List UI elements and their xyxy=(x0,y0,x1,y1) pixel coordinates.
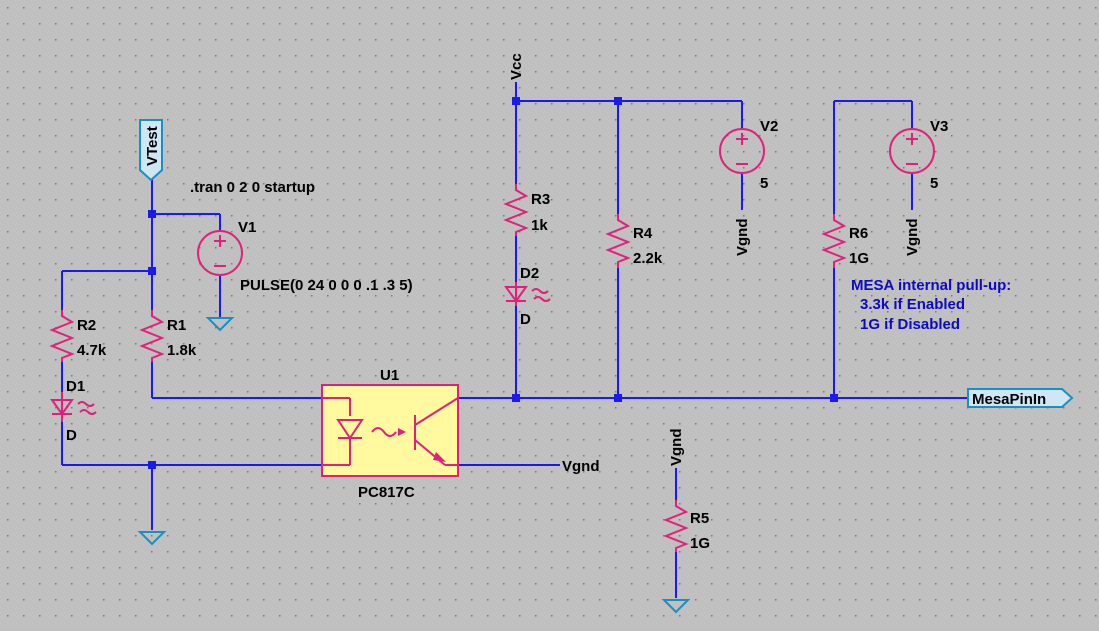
vcc-label: Vcc xyxy=(508,53,525,80)
r4-name: R4 xyxy=(633,225,653,242)
r5-value: 1G xyxy=(690,535,710,552)
d1-model: D xyxy=(66,427,77,444)
resistor-r2[interactable]: R2 4.7k xyxy=(49,310,107,362)
optocoupler-u1[interactable]: U1 PC817C xyxy=(321,367,459,501)
ground-symbol-r5 xyxy=(661,599,691,614)
vgnd-label-u1: Vgnd xyxy=(562,458,600,475)
u1-model: PC817C xyxy=(358,484,415,501)
voltage-source-v2[interactable]: V2 5 xyxy=(719,118,778,192)
led-d1[interactable]: D1 D xyxy=(50,378,97,444)
r2-name: R2 xyxy=(77,317,96,334)
v2-value: 5 xyxy=(760,175,768,192)
u1-name: U1 xyxy=(380,367,399,384)
r2-value: 4.7k xyxy=(77,342,107,359)
r6-value: 1G xyxy=(849,250,869,267)
v1-name: V1 xyxy=(238,219,256,236)
d1-name: D1 xyxy=(66,378,85,395)
resistor-r3[interactable]: R3 1k xyxy=(503,184,550,236)
led-d2[interactable]: D2 D xyxy=(504,265,551,328)
vgnd-label-v2: Vgnd xyxy=(734,219,751,257)
r6-name: R6 xyxy=(849,225,868,242)
r5-name: R5 xyxy=(690,510,709,527)
svg-text:MesaPinIn: MesaPinIn xyxy=(972,391,1046,408)
ground-symbol-main xyxy=(137,531,167,546)
comment-line-3: 1G if Disabled xyxy=(860,316,960,333)
v3-name: V3 xyxy=(930,118,948,135)
wires xyxy=(61,82,972,598)
comment-line-2: 3.3k if Enabled xyxy=(860,296,965,313)
voltage-source-v1[interactable]: V1 PULSE(0 24 0 0 0 .1 .3 5) xyxy=(197,219,413,294)
r1-name: R1 xyxy=(167,317,186,334)
spice-directive[interactable]: .tran 0 2 0 startup xyxy=(190,179,315,196)
resistor-r6[interactable]: R6 1G xyxy=(821,214,869,268)
r3-value: 1k xyxy=(531,217,548,234)
r4-value: 2.2k xyxy=(633,250,663,267)
mesa-pin-flag[interactable]: MesaPinIn xyxy=(967,388,1074,408)
resistor-r1[interactable]: R1 1.8k xyxy=(139,310,197,362)
vgnd-label-r5: Vgnd xyxy=(668,429,685,467)
v3-value: 5 xyxy=(930,175,938,192)
comment-line-1: MESA internal pull-up: xyxy=(851,277,1011,294)
v1-value: PULSE(0 24 0 0 0 .1 .3 5) xyxy=(240,277,413,294)
v2-name: V2 xyxy=(760,118,778,135)
vtest-flag[interactable]: VTest xyxy=(139,119,163,182)
junctions xyxy=(148,97,838,469)
svg-text:VTest: VTest xyxy=(144,126,161,166)
d2-model: D xyxy=(520,311,531,328)
pull-up-comment[interactable]: MESA internal pull-up: 3.3k if Enabled 1… xyxy=(851,277,1011,333)
vgnd-label-v3: Vgnd xyxy=(904,219,921,257)
r1-value: 1.8k xyxy=(167,342,197,359)
resistor-r4[interactable]: R4 2.2k xyxy=(605,214,663,268)
ground-symbol-v1 xyxy=(205,317,235,332)
r3-name: R3 xyxy=(531,191,550,208)
voltage-source-v3[interactable]: V3 5 xyxy=(889,118,948,192)
resistor-r5[interactable]: R5 1G xyxy=(663,500,710,552)
d2-name: D2 xyxy=(520,265,539,282)
